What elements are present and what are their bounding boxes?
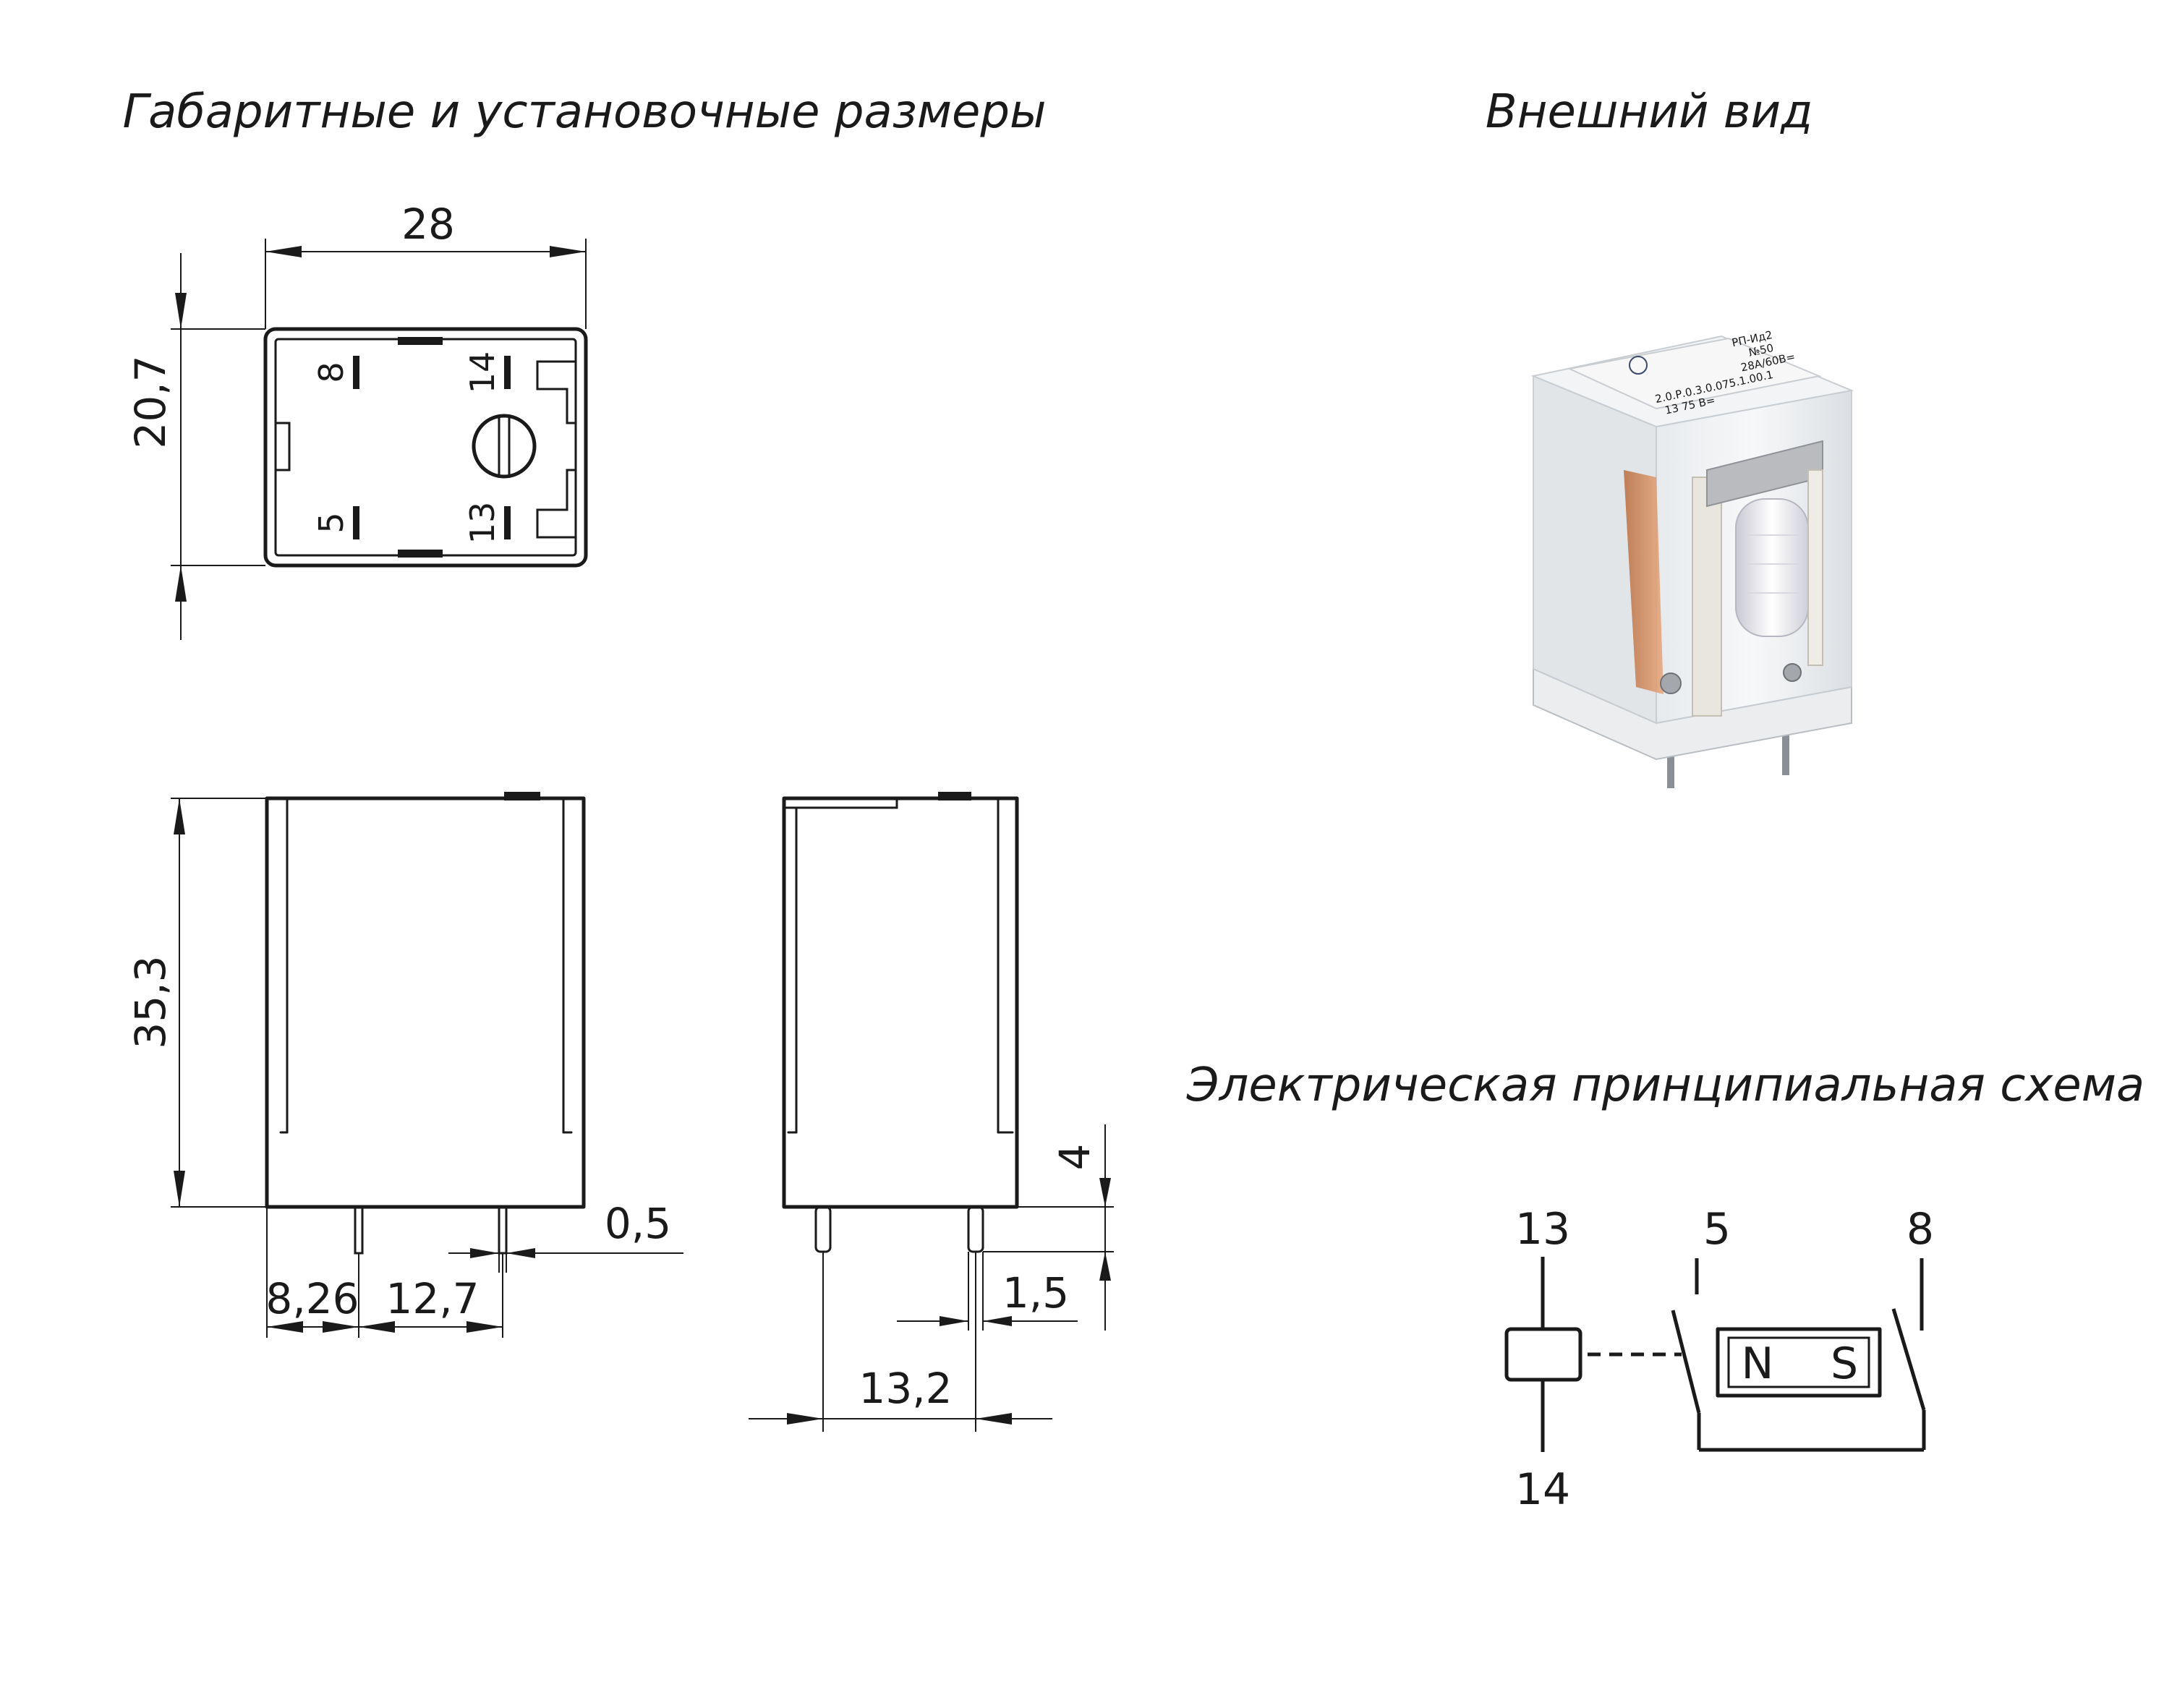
- pin-label-14: 14: [463, 351, 502, 394]
- dim-arrow: [1099, 1178, 1111, 1207]
- front-view: 35,3 0,5 8,26 12,7: [126, 792, 683, 1338]
- contact-blade-right: [1891, 1308, 1926, 1411]
- dim-width-28: 28: [401, 200, 455, 249]
- dim-pin-spacing-12-7: 12,7: [385, 1274, 479, 1323]
- photo-logo: [1629, 356, 1648, 375]
- dim-pin-width-1-5: 1,5: [1002, 1268, 1069, 1318]
- front-pin-left: [354, 1205, 364, 1255]
- dim-arrow: [506, 1248, 535, 1258]
- magnet-outer: [1716, 1327, 1882, 1398]
- right-lug-upper: [536, 360, 577, 424]
- front-top-nub: [504, 792, 540, 800]
- photo-label-plate: [1567, 337, 1822, 410]
- dim-arrow: [265, 246, 302, 257]
- dim-pin-length-4: 4: [1050, 1144, 1099, 1171]
- coil-symbol: [1504, 1327, 1582, 1382]
- dim-arrow: [976, 1413, 1012, 1425]
- photo-copper-contact: [1624, 470, 1664, 694]
- pin-mark-8: [353, 356, 359, 389]
- bottom-notch: [398, 550, 443, 558]
- photo-screw: [1783, 663, 1802, 682]
- side-view: 4 1,5 13,2: [749, 792, 1114, 1432]
- photo-screw: [1660, 672, 1682, 694]
- dim-arrow: [174, 1171, 185, 1207]
- photo-coil-bobbin: [1807, 469, 1823, 666]
- dim-arrow: [175, 565, 187, 602]
- coil-terminal-13: 13: [1515, 1204, 1570, 1255]
- contact-blade-left: [1671, 1310, 1701, 1414]
- side-pin-right: [967, 1205, 984, 1253]
- right-lug-lower: [536, 469, 577, 539]
- schematic-title: Электрическая принципиальная схема: [1186, 1059, 2144, 1112]
- front-pin-right: [498, 1205, 508, 1255]
- pin-label-5: 5: [312, 512, 351, 533]
- dim-arrow: [359, 1321, 395, 1333]
- appearance-title: Внешний вид: [1486, 85, 1813, 139]
- schematic: 13 14 5 8 N S: [1504, 1204, 1934, 1515]
- left-tab: [274, 422, 291, 471]
- pin-label-8: 8: [312, 362, 351, 383]
- top-view-outline: [263, 327, 588, 568]
- dim-pin-thickness-0-5: 0,5: [605, 1199, 671, 1248]
- top-view: 8 14 5 13 28 20,7: [126, 200, 588, 640]
- dim-arrow: [174, 798, 185, 834]
- dim-arrow: [467, 1321, 503, 1333]
- dim-arrow: [983, 1316, 1012, 1326]
- pin-mark-13: [504, 506, 511, 539]
- magnet-inner: [1727, 1336, 1870, 1388]
- dim-arrow: [323, 1321, 359, 1333]
- dim-arrow: [787, 1413, 823, 1425]
- top-notch: [398, 337, 443, 345]
- dim-arrow: [940, 1316, 968, 1326]
- dim-arrow: [550, 246, 586, 257]
- side-top-nub: [938, 792, 971, 800]
- coil-terminal-14: 14: [1515, 1464, 1570, 1515]
- dim-arrow: [267, 1321, 303, 1333]
- magnet-pole-n: N: [1742, 1338, 1774, 1389]
- dim-height-35-3: 35,3: [126, 955, 175, 1049]
- dimensions-title: Габаритные и установочные размеры: [122, 85, 1046, 139]
- dim-arrow: [1099, 1252, 1111, 1281]
- photo-coil: [1735, 498, 1809, 637]
- photo-pin: [1782, 730, 1789, 775]
- contact-terminal-5: 5: [1703, 1204, 1731, 1255]
- dim-pin-spacing-13-2: 13,2: [859, 1364, 952, 1413]
- dim-pin-offset-8-26: 8,26: [265, 1274, 359, 1323]
- dim-arrow: [470, 1248, 499, 1258]
- pin-label-13: 13: [463, 502, 502, 545]
- magnet-pole-s: S: [1831, 1338, 1858, 1389]
- screw-head: [472, 414, 537, 479]
- pin-mark-5: [353, 506, 359, 539]
- contact-terminal-8: 8: [1907, 1204, 1934, 1255]
- pin-mark-14: [504, 356, 511, 389]
- side-body: [782, 796, 1019, 1209]
- relay-photo: РП-Ид2 №50 28А/60В= 2.0.Р.0.3.0.075.1.00…: [1530, 328, 1854, 788]
- front-body: [265, 796, 586, 1209]
- dim-height-20-7: 20,7: [126, 355, 175, 448]
- photo-frame: [1692, 477, 1722, 717]
- photo-pin: [1667, 745, 1674, 788]
- side-pin-left: [814, 1205, 832, 1253]
- dim-arrow: [175, 293, 187, 329]
- side-top-step: [783, 797, 898, 809]
